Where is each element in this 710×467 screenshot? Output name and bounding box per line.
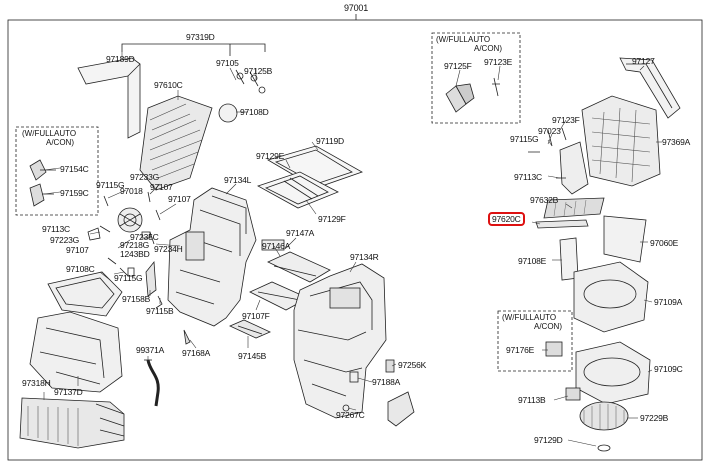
label-97105[interactable]: 97105 <box>216 58 239 68</box>
part-97109c-lower-housing <box>575 341 651 405</box>
label-97125f[interactable]: 97125F <box>444 61 472 71</box>
label-97108c[interactable]: 97108C <box>66 264 95 274</box>
label-97234h[interactable]: 97234H <box>154 244 183 254</box>
part-97145b-door <box>229 319 271 339</box>
label-97620c[interactable]: 97620C <box>488 212 525 226</box>
note-left: (W/FULLAUTO A/CON) <box>22 129 76 147</box>
label-97109a[interactable]: 97109A <box>654 297 683 307</box>
label-97115b[interactable]: 97115B <box>146 306 174 316</box>
part-97318h-heater-core <box>19 397 125 449</box>
label-97229b[interactable]: 97229B <box>640 413 669 423</box>
part-97108c-tray <box>47 271 123 317</box>
label-97223g[interactable]: 97223G <box>50 235 80 245</box>
label-97127[interactable]: 97127 <box>632 56 655 66</box>
label-97115g-b[interactable]: 97115G <box>114 273 143 283</box>
label-97107-c[interactable]: 97107 <box>66 245 89 255</box>
label-97267c[interactable]: 97267C <box>336 410 365 420</box>
label-97108e[interactable]: 97108E <box>518 256 547 266</box>
label-97319d[interactable]: 97319D <box>186 32 215 42</box>
part-97620c-filter-cover <box>535 219 589 229</box>
part-97137d-case <box>29 311 123 393</box>
label-97023[interactable]: 97023 <box>538 126 561 136</box>
label-97218g[interactable]: 97218G <box>120 240 150 250</box>
label-97129f[interactable]: 97129F <box>318 214 346 224</box>
label-97123e[interactable]: 97123E <box>484 57 513 67</box>
note-lower-right-line2: A/CON) <box>534 322 562 331</box>
label-97001: 97001 <box>344 3 369 13</box>
label-97107-b[interactable]: 97107 <box>168 194 191 204</box>
label-97176e[interactable]: 97176E <box>506 345 535 355</box>
part-97060e-cover <box>603 215 647 263</box>
label-97256k[interactable]: 97256K <box>398 360 427 370</box>
part-97369a-housing <box>581 95 661 187</box>
note-lower-right: (W/FULLAUTO A/CON) <box>502 313 562 331</box>
label-99371a[interactable]: 99371A <box>136 345 165 355</box>
label-97129e[interactable]: 97129E <box>256 151 285 161</box>
label-97108d[interactable]: 97108D <box>240 107 269 117</box>
part-97108d-cap <box>218 103 238 123</box>
label-97146a[interactable]: 97146A <box>262 241 291 251</box>
label-97159c[interactable]: 97159C <box>60 188 89 198</box>
label-97113c-a[interactable]: 97113C <box>42 224 70 234</box>
note-left-line1: (W/FULLAUTO <box>22 129 77 138</box>
label-97145b[interactable]: 97145B <box>238 351 267 361</box>
label-1243bd[interactable]: 1243BD <box>120 249 150 259</box>
diagram-frame <box>7 19 703 461</box>
part-97189d-duct <box>77 57 141 139</box>
part-97109a-scroll <box>573 261 649 333</box>
note-lower-right-line1: (W/FULLAUTO <box>502 313 557 322</box>
label-97125b[interactable]: 97125B <box>244 66 273 76</box>
label-97107-a[interactable]: 97107 <box>150 182 173 192</box>
label-97632b[interactable]: 97632B <box>530 195 559 205</box>
label-97119d[interactable]: 97119D <box>316 136 344 146</box>
label-97189d[interactable]: 97189D <box>106 54 135 64</box>
label-97109c[interactable]: 97109C <box>654 364 683 374</box>
option-box-lower-right <box>497 310 573 372</box>
label-97115g-c[interactable]: 97115G <box>510 134 539 144</box>
part-97134r-case <box>293 263 387 419</box>
label-97610c[interactable]: 97610C <box>154 80 183 90</box>
label-97154c[interactable]: 97154C <box>60 164 89 174</box>
part-97134l-case <box>167 187 257 327</box>
label-97060e[interactable]: 97060E <box>650 238 679 248</box>
part-97127-inlet-duct <box>619 57 681 119</box>
label-97147a[interactable]: 97147A <box>286 228 315 238</box>
label-97158b[interactable]: 97158B <box>122 294 151 304</box>
bracket-97319d <box>121 43 266 52</box>
note-left-line2: A/CON) <box>46 138 74 147</box>
part-97229b-fan <box>579 401 629 431</box>
label-97134r[interactable]: 97134R <box>350 252 379 262</box>
label-97188a[interactable]: 97188A <box>372 377 401 387</box>
part-97146a-door <box>267 251 331 283</box>
label-97113c-b[interactable]: 97113C <box>514 172 542 182</box>
label-97123f[interactable]: 97123F <box>552 115 580 125</box>
part-97632b-filter <box>543 197 605 219</box>
label-97235c[interactable]: 97235C <box>130 232 159 242</box>
label-97115g-a[interactable]: 97115G <box>96 180 125 190</box>
note-top-right-line1: (W/FULLAUTO <box>436 35 491 44</box>
note-top-right: (W/FULLAUTO A/CON) <box>436 35 502 53</box>
option-box-top-right <box>431 32 521 124</box>
note-top-right-line2: A/CON) <box>474 44 502 53</box>
label-97018[interactable]: 97018 <box>120 186 143 196</box>
label-97134l[interactable]: 97134L <box>224 175 252 185</box>
label-97318h[interactable]: 97318H <box>22 378 51 388</box>
label-97168a[interactable]: 97168A <box>182 348 211 358</box>
label-97113b[interactable]: 97113B <box>518 395 546 405</box>
option-box-left <box>15 126 99 216</box>
label-97137d[interactable]: 97137D <box>54 387 83 397</box>
label-97233g[interactable]: 97233G <box>130 172 160 182</box>
label-97129d[interactable]: 97129D <box>534 435 563 445</box>
part-99371a-hose <box>146 359 160 407</box>
label-97369a[interactable]: 97369A <box>662 137 691 147</box>
label-97107f[interactable]: 97107F <box>242 311 270 321</box>
